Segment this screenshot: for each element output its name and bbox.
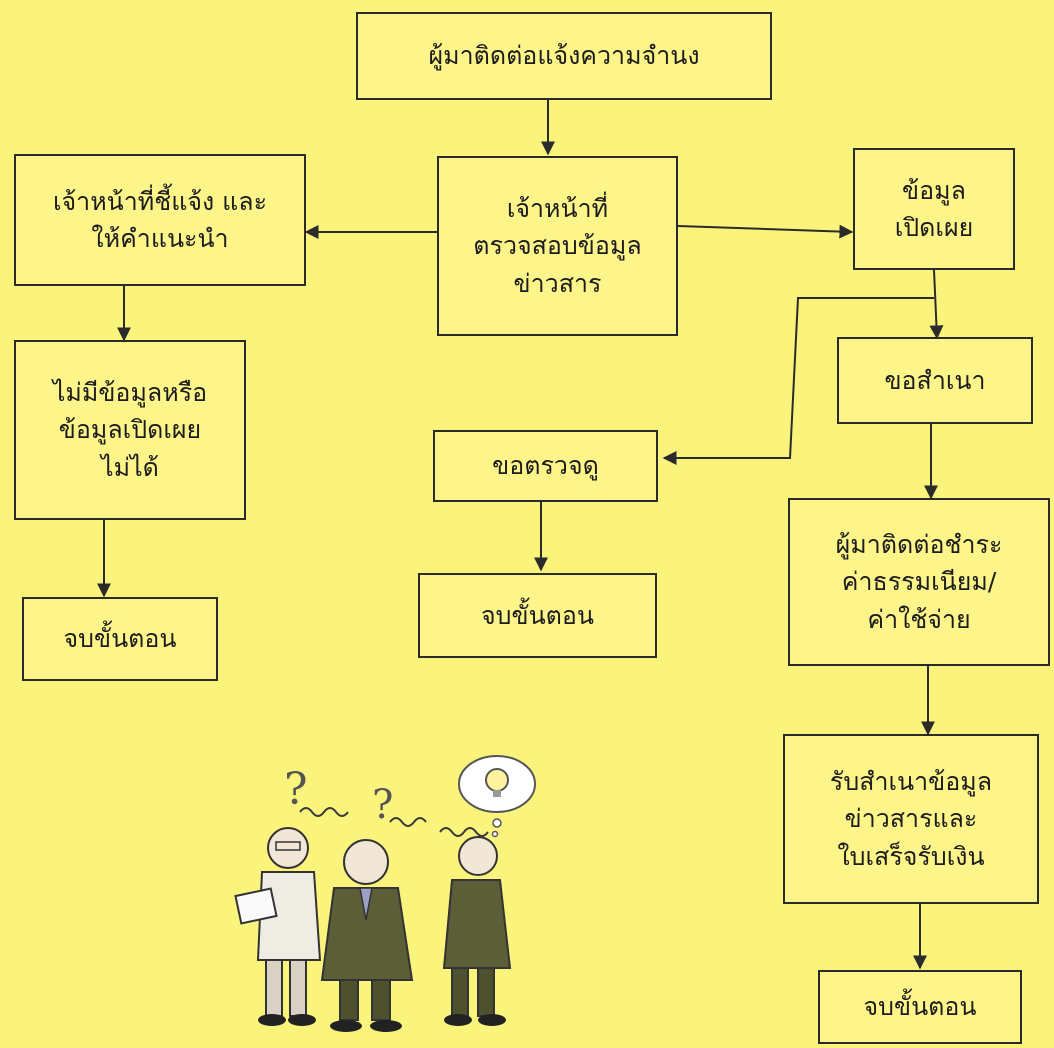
end-right-node: จบขั้นตอน <box>818 970 1022 1044</box>
lightbulb-icon <box>485 768 509 792</box>
man-center <box>320 839 414 1032</box>
receive-node: รับสำเนาข้อมูล ข่าวสารและ ใบเสร็จรับเงิน <box>783 734 1039 904</box>
pay-node: ผู้มาติดต่อชำระ ค่าธรรมเนียม/ ค่าใช้จ่าย <box>788 498 1050 666</box>
man-with-book <box>234 827 322 1026</box>
explain-node: เจ้าหน้าที่ชี้แจ้ง และ ให้คำแนะนำ <box>14 154 306 286</box>
question-mark-icon: ? <box>372 782 393 828</box>
question-mark-icon: ? <box>284 764 308 815</box>
arrow-disclose-to-copy <box>929 269 944 340</box>
disclose-node: ข้อมูล เปิดเผย <box>853 148 1015 270</box>
inspect-node: ขอตรวจดู <box>433 430 658 502</box>
businessmen-illustration: ? ? <box>234 755 536 1032</box>
arrow-check-to-disclose <box>677 224 854 239</box>
end-mid-node: จบขั้นตอน <box>418 573 657 658</box>
man-thinking <box>442 836 512 1026</box>
copy-node: ขอสำเนา <box>837 337 1033 424</box>
check-node: เจ้าหน้าที่ ตรวจสอบข้อมูล ข่าวสาร <box>437 156 678 336</box>
no-data-node: ไม่มีข้อมูลหรือ ข้อมูลเปิดเผย ไม่ได้ <box>14 340 246 520</box>
request-node: ผู้มาติดต่อแจ้งความจำนง <box>356 12 772 100</box>
end-left-node: จบขั้นตอน <box>22 597 218 681</box>
arrow-disclose-to-inspect <box>662 297 934 465</box>
